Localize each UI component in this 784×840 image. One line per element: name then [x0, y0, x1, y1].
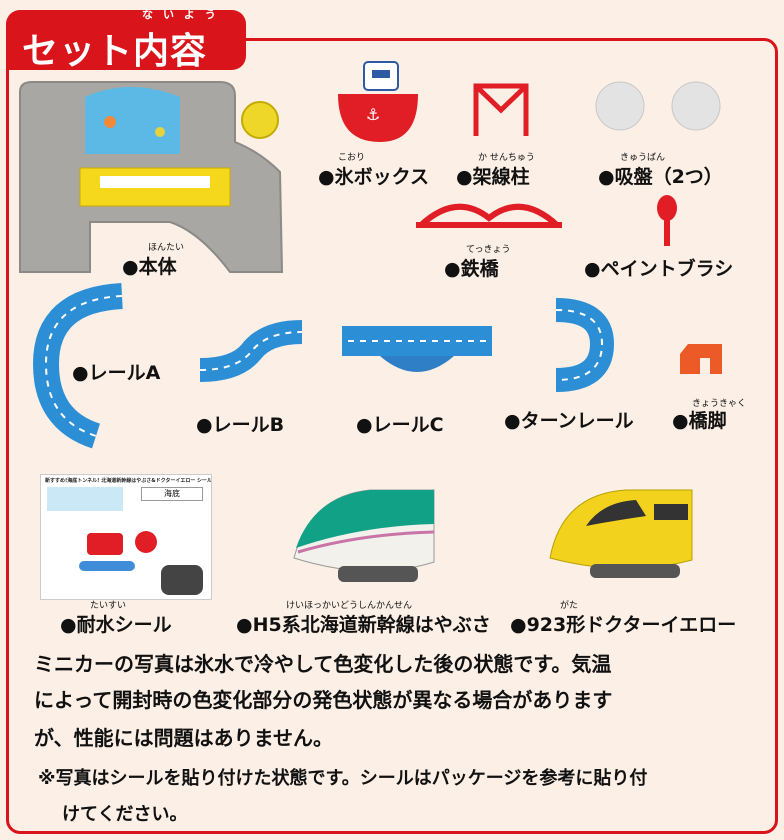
pole-ruby: か せんちゅう	[478, 153, 535, 163]
rail-c-support	[380, 356, 454, 372]
dy-body	[549, 489, 693, 570]
label-rail-a: ●レールA	[72, 362, 161, 384]
fish-2	[155, 127, 165, 137]
dy-ruby: がた	[560, 601, 579, 611]
boat-hull	[338, 94, 418, 142]
disclaimer-line-3: が、性能には問題はありません。	[34, 726, 333, 750]
bridge-arch	[417, 203, 561, 229]
overhead-pole-image	[473, 83, 529, 136]
rail-c-track	[342, 326, 492, 356]
page-title: セット内容	[22, 31, 208, 72]
label-waterproof-seal: ●耐水シール	[60, 614, 172, 636]
dy-windshield	[586, 500, 646, 526]
h5-ruby: けいほっかいどうしんかんせん	[286, 601, 413, 611]
bridge-ruby: てっきょう	[466, 245, 511, 255]
rail-c-image	[342, 326, 492, 372]
h5-green-top	[296, 490, 434, 548]
sticker-red-block	[87, 533, 123, 555]
main-body-image	[19, 81, 284, 273]
h5-hayabusa-image	[293, 489, 435, 582]
aquarium-window	[85, 87, 180, 154]
ice-box-image: ⚓	[338, 61, 418, 142]
sticker-sheet-header: 新すすめ!海底トンネル! 北海道新幹線はやぶさ&ドクターイエロー シール	[45, 478, 211, 484]
rail-b-image	[199, 320, 303, 382]
turn-rail-image	[555, 298, 615, 392]
sticker-sign	[47, 487, 123, 511]
disclaimer-line-2-text: によって開封時の色変化部分の発色状態が異なる場合がありま	[34, 688, 593, 712]
title-ruby: ないよう	[142, 8, 226, 21]
dy-wheel-base	[590, 564, 680, 578]
h5-pink-line	[297, 530, 435, 554]
pier-ruby: きょうきゃく	[692, 399, 747, 409]
ice-ruby: こおり	[338, 153, 366, 163]
title-tab	[6, 10, 246, 70]
suction-cup-2	[671, 81, 721, 131]
sticker-signal	[161, 565, 203, 595]
disclaimer-line-1: ミニカーの写真は氷水で冷やして色変化した後の状態です。気温	[34, 652, 612, 676]
label-suction-cups: ●吸盤（2つ）	[598, 166, 723, 188]
paint-brush-image	[657, 195, 677, 246]
label-overhead-pole: ●架線柱	[456, 166, 530, 188]
label-rail-b: ●レールB	[196, 414, 285, 436]
turn-rail-lane	[555, 309, 604, 381]
label-ice-box: ●氷ボックス	[318, 166, 430, 188]
sticker-sheet: 新すすめ!海底トンネル! 北海道新幹線はやぶさ&ドクターイエロー シール 海底	[40, 474, 212, 600]
doctor-yellow-image	[549, 489, 693, 578]
iron-bridge-image	[416, 203, 562, 229]
disclaimer-line-2-tail: す	[592, 688, 613, 712]
bridge-deck	[416, 222, 562, 228]
label-h5-hayabusa: ●H5系北海道新幹線はやぶさ	[236, 614, 491, 636]
pole-frame	[473, 83, 529, 136]
rail-a-image	[32, 283, 124, 449]
label-iron-bridge: ●鉄橋	[444, 258, 499, 280]
h5-wheel-base	[338, 566, 418, 582]
seal-ruby: たいすい	[90, 601, 127, 611]
label-turn-rail: ●ターンレール	[504, 410, 634, 432]
label-doctor-yellow: ●923形ドクターイエロー	[510, 614, 737, 636]
pier-shape	[680, 344, 722, 374]
yellow-button	[241, 101, 279, 139]
label-body: ●本体	[122, 256, 177, 278]
label-paint-brush: ●ペイントブラシ	[584, 258, 734, 280]
cabin-window	[372, 70, 390, 78]
sticker-anchor	[135, 531, 157, 553]
brush-handle	[664, 220, 670, 246]
suction-cups-image	[595, 81, 721, 131]
sticker-blue-dots	[79, 561, 135, 571]
label-rail-c: ●レールC	[356, 414, 444, 436]
disclaimer-line-2: によって開封時の色変化部分の発色状態が異なる場合があります	[34, 682, 764, 718]
sticker-station-name: 海底	[141, 487, 203, 501]
fish-1	[104, 116, 116, 128]
suction-ruby: きゅうばん	[620, 153, 666, 163]
turn-rail-track	[555, 298, 615, 392]
brush-head	[657, 195, 677, 221]
bridge-pier-image	[680, 344, 722, 374]
note-line-2: けてください。	[62, 804, 188, 825]
platform-sign	[100, 176, 210, 188]
content-frame	[6, 38, 778, 834]
suction-cup-1	[595, 81, 645, 131]
body-ruby: ほんたい	[148, 243, 185, 253]
rail-b-track	[199, 320, 303, 382]
rail-a-lane	[44, 295, 123, 437]
note-line-1: ※写真はシールを貼り付けた状態です。シールはパッケージを参考に貼り付	[38, 768, 648, 789]
anchor-mark: ⚓	[366, 105, 380, 124]
label-bridge-pier: ●橋脚	[672, 410, 727, 432]
dy-windows	[654, 504, 688, 520]
